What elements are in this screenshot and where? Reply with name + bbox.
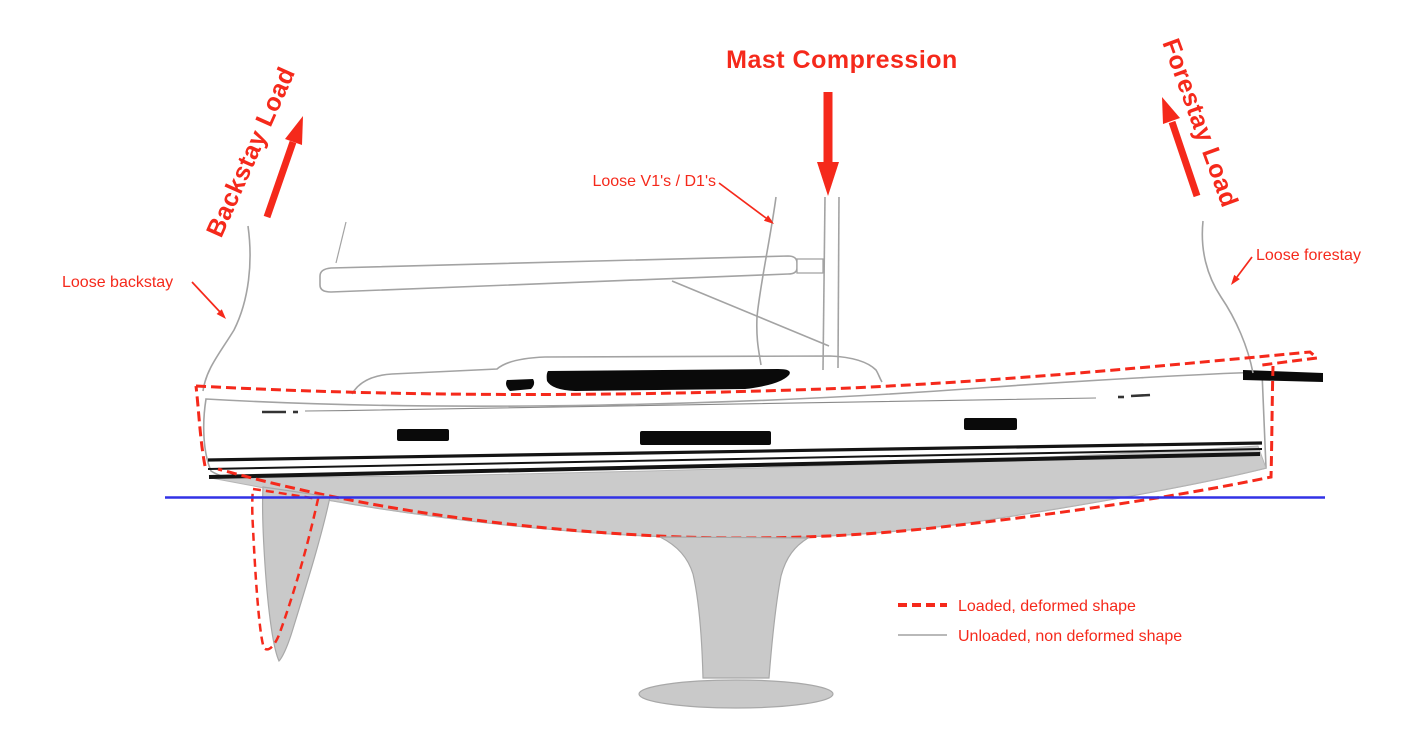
mast-right-edge bbox=[837, 196, 840, 369]
rudder bbox=[262, 486, 331, 663]
topping-lift-stub bbox=[335, 221, 347, 264]
boot-stripe-bottom bbox=[208, 452, 1261, 479]
gooseneck-fitting bbox=[796, 258, 824, 274]
loose-forestay-line bbox=[1201, 220, 1254, 374]
boat-hull-group bbox=[202, 355, 1323, 539]
forestay-load-arrow-shaft bbox=[1168, 120, 1201, 198]
mast-compression-arrow-head bbox=[817, 162, 839, 196]
boom bbox=[319, 255, 798, 293]
hull-underbody bbox=[210, 445, 1267, 539]
backstay-load-arrow-head bbox=[285, 116, 303, 145]
loose-forestay-label: Loose forestay bbox=[1256, 247, 1361, 264]
mast-compression-arrow-shaft bbox=[823, 92, 833, 164]
mast-compression-label: Mast Compression bbox=[726, 46, 958, 74]
keel-bulb bbox=[638, 679, 834, 709]
loose-v1-d1-leader bbox=[718, 182, 767, 219]
loose-v1-d1-leader-arrowhead bbox=[763, 215, 774, 224]
loose-forestay-leader-arrowhead bbox=[1231, 274, 1240, 285]
loose-backstay-leader-arrowhead bbox=[216, 309, 226, 319]
hull-window-fwd bbox=[964, 418, 1017, 430]
boot-stripe-middle bbox=[207, 448, 1263, 470]
load-arrows-group bbox=[263, 92, 1201, 219]
deformed-rudder-outline bbox=[251, 487, 320, 651]
cove-stripe-fwd-dash bbox=[1130, 393, 1151, 398]
hull-window-mid bbox=[640, 431, 771, 445]
rigging-group bbox=[202, 196, 1254, 392]
forestay-load-arrow-head bbox=[1162, 97, 1180, 124]
bowsprit bbox=[1243, 370, 1323, 382]
legend: Loaded, deformed shape Unloaded, non def… bbox=[898, 598, 1182, 645]
cabin-window-large bbox=[546, 369, 790, 391]
cabin-window-small bbox=[506, 379, 535, 391]
loose-v1-d1-label: Loose V1's / D1's bbox=[592, 173, 716, 190]
keel-fin bbox=[659, 536, 811, 679]
legend-loaded-label: Loaded, deformed shape bbox=[958, 598, 1136, 615]
backstay-load-arrow-shaft bbox=[263, 140, 297, 219]
legend-unloaded-label: Unloaded, non deformed shape bbox=[958, 628, 1182, 645]
loose-v1-d1-line bbox=[756, 196, 777, 366]
boom-vang-line bbox=[671, 280, 830, 347]
boot-stripe-top bbox=[207, 441, 1263, 462]
cove-stripe-line bbox=[304, 397, 1097, 412]
hull-window-aft bbox=[397, 429, 449, 441]
loose-forestay-leader bbox=[1236, 256, 1253, 278]
cabin-profile bbox=[351, 355, 883, 395]
deformed-hull-outline bbox=[194, 350, 1321, 540]
loose-backstay-label: Loose backstay bbox=[62, 274, 173, 291]
loose-backstay-leader bbox=[191, 281, 221, 313]
loose-backstay-line bbox=[202, 225, 251, 392]
mast-left-edge bbox=[822, 196, 826, 371]
